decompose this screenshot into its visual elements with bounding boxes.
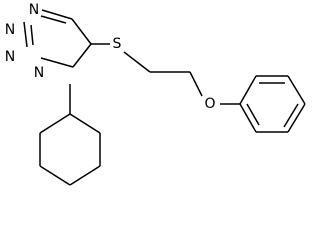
cyclohexyl-ring	[39, 84, 101, 186]
bond-ph-4	[287, 103, 306, 133]
bond-n3-n1-double	[30, 24, 34, 46]
bond-c2-o	[189, 71, 203, 97]
bond-s-c1	[123, 51, 151, 73]
bond-n1-n2-double	[40, 15, 67, 24]
bond-n2-c5	[71, 18, 92, 45]
bond-ph-3	[287, 75, 306, 105]
atom-oxygen: O	[204, 96, 215, 112]
tetrazole-ring	[23, 9, 92, 68]
bond-cy-6	[39, 113, 71, 134]
bond-ph-inner-2	[283, 103, 299, 128]
bond-cy-1	[69, 113, 101, 134]
phenyl-ring	[239, 75, 306, 133]
atom-n-top: N	[29, 2, 39, 18]
bond-n1-n2	[41, 9, 73, 20]
bond-ph-6	[239, 103, 257, 133]
molecule-structure: N N N N S O	[5, 2, 306, 186]
thioether-chain	[91, 43, 240, 105]
atom-n-left: N	[5, 22, 15, 38]
atom-n-lower-left: N	[5, 49, 15, 65]
bond-n4-n3	[40, 57, 74, 68]
bond-cy-3	[69, 165, 101, 186]
bond-c5-n4	[72, 43, 92, 68]
bond-cy-4	[39, 165, 71, 186]
bond-ph-1	[239, 75, 257, 105]
atom-n-bottom: N	[34, 65, 44, 81]
bond-n3-n1	[23, 21, 28, 48]
bond-ph-inner-3	[246, 103, 260, 126]
atom-sulfur: S	[113, 36, 122, 52]
